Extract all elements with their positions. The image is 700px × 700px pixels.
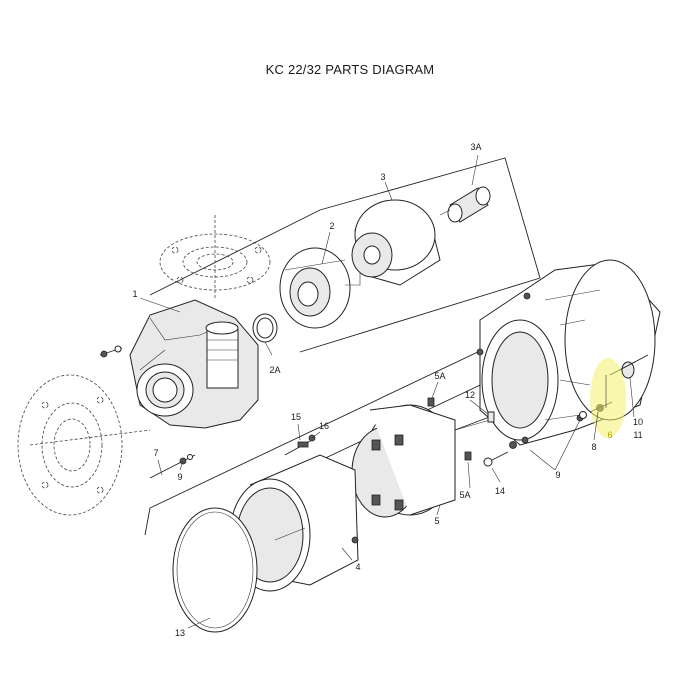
label-part-11: 11 [633, 430, 642, 440]
label-part-14: 14 [495, 486, 505, 496]
label-part-1: 1 [132, 289, 137, 299]
label-part-3: 3 [380, 172, 385, 182]
label-part-4: 4 [355, 562, 360, 572]
head-bolts [99, 345, 196, 479]
label-part-12: 12 [465, 390, 475, 400]
frame-edge [144, 507, 151, 536]
o-ring-13-inner [176, 511, 254, 629]
label-part-15: 15 [291, 412, 301, 422]
impeller-housing [279, 247, 361, 329]
o-ring-2a [252, 313, 278, 343]
bearing-3a [439, 186, 491, 223]
o-ring-13 [172, 507, 258, 633]
label-part-9-right: 9 [555, 470, 560, 480]
diagram-title: KC 22/32 PARTS DIAGRAM [266, 62, 435, 77]
label-part-2: 2 [329, 221, 334, 231]
label-part-8: 8 [591, 442, 596, 452]
label-part-5a-bottom: 5A [459, 490, 470, 500]
label-part-16: 16 [319, 421, 329, 431]
label-part-13: 13 [175, 628, 185, 638]
magnet-rotor [351, 199, 441, 286]
label-part-5: 5 [434, 516, 439, 526]
shaft-end [487, 411, 495, 423]
top-flange-dashed [159, 215, 271, 300]
label-part-3a: 3A [470, 142, 481, 152]
label-part-10: 10 [633, 417, 643, 427]
highlight-callout [590, 358, 626, 438]
shaft [454, 415, 493, 431]
label-part-9-left: 9 [177, 472, 182, 482]
label-part-5a-top: 5A [434, 371, 445, 381]
left-flange-dashed [17, 374, 151, 516]
screws-15-16 [284, 434, 316, 456]
screws-5a [427, 397, 472, 461]
leader-lines [139, 154, 635, 629]
label-part-7: 7 [153, 448, 158, 458]
pump-head [129, 299, 259, 429]
upper-frame [149, 157, 541, 353]
label-part-6: 6 [607, 430, 612, 440]
bolt-14 [483, 441, 517, 467]
rotor-cage [351, 404, 491, 518]
label-part-2a: 2A [269, 365, 280, 375]
